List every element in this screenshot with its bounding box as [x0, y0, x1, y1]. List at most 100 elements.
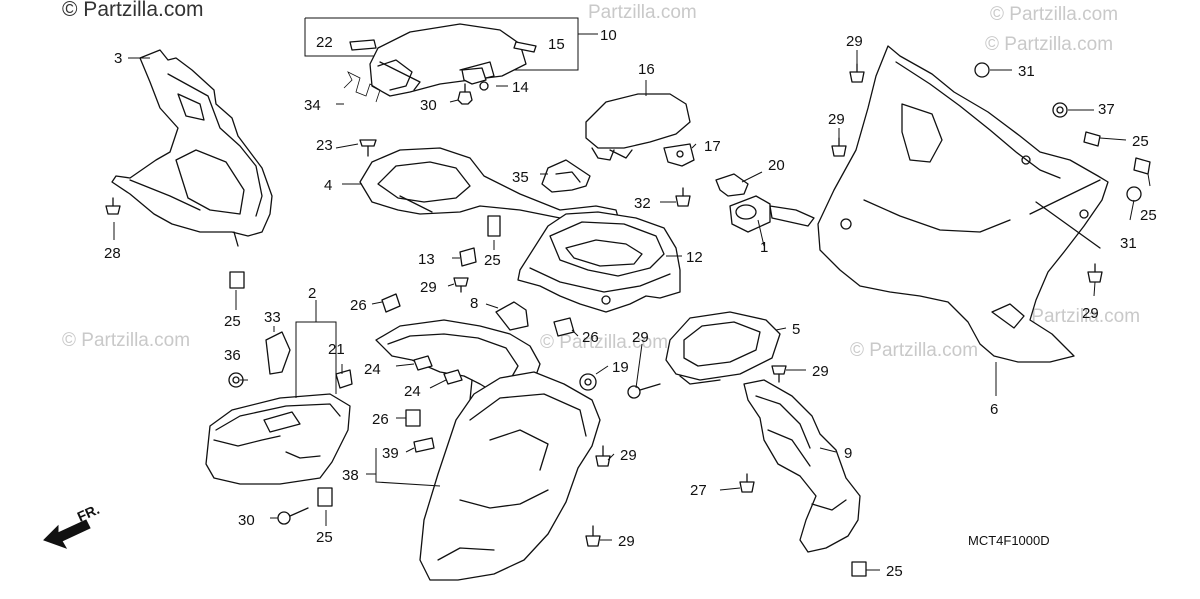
callout-25: 25	[316, 529, 333, 546]
part-1-key-lock	[715, 173, 815, 233]
part-19-grommet	[579, 373, 597, 391]
callout-1: 1	[760, 239, 768, 256]
diagram-code: MCT4F1000D	[968, 533, 1050, 548]
callout-29: 29	[632, 329, 649, 346]
callout-25: 25	[484, 252, 501, 269]
callout-37: 37	[1098, 101, 1115, 118]
part-6-rear-cover	[817, 45, 1109, 363]
part-25-clip	[1133, 157, 1151, 175]
callout-21: 21	[328, 341, 345, 358]
part-32-bolt	[675, 187, 691, 207]
front-arrow: FR.	[43, 501, 102, 549]
callout-39: 39	[382, 445, 399, 462]
callout-8: 8	[470, 295, 478, 312]
callout-4: 4	[324, 177, 332, 194]
part-14-hinge	[461, 67, 489, 91]
callout-6: 6	[990, 401, 998, 418]
callout-3: 3	[114, 50, 122, 67]
callout-22: 22	[316, 34, 333, 51]
part-29-screw	[585, 525, 601, 547]
faint-watermark: © Partzilla.com	[62, 330, 191, 351]
part-16-small-lid	[585, 93, 691, 161]
callout-30: 30	[420, 97, 437, 114]
part-25-clip	[851, 561, 867, 577]
callout-17: 17	[704, 138, 721, 155]
part-28-bolt	[105, 197, 121, 215]
faint-watermark: Partzilla.com	[588, 2, 697, 23]
callout-12: 12	[686, 249, 703, 266]
callout-35: 35	[512, 169, 529, 186]
callout-26: 26	[372, 411, 389, 428]
part-29-screw	[453, 277, 469, 293]
callout-25: 25	[224, 313, 241, 330]
part-5-tray	[665, 311, 781, 385]
callout-29: 29	[420, 279, 437, 296]
callout-5: 5	[792, 321, 800, 338]
front-arrow-label: FR.	[75, 501, 102, 525]
part-26-clip	[381, 293, 401, 313]
part-35-bracket	[541, 159, 591, 193]
callout-26: 26	[350, 297, 367, 314]
callout-29: 29	[812, 363, 829, 380]
callout-29: 29	[846, 33, 863, 50]
part-38-inner-fender	[419, 371, 601, 581]
callout-26: 26	[582, 329, 599, 346]
faint-watermark: © Partzilla.com	[850, 340, 979, 361]
part-15-lid	[349, 23, 537, 97]
callout-20: 20	[768, 157, 785, 174]
part-29-screw	[849, 63, 865, 83]
part-13-clip	[459, 247, 477, 267]
callout-16: 16	[638, 61, 655, 78]
part-33-bracket	[265, 331, 291, 375]
part-2-lower-box	[205, 393, 351, 485]
callout-24: 24	[364, 361, 381, 378]
part-12-pocket	[517, 211, 681, 313]
faint-watermark: © Partzilla.com	[985, 34, 1114, 55]
part-29-screw	[831, 137, 847, 157]
callout-2: 2	[308, 285, 316, 302]
part-23-screw	[359, 139, 377, 157]
part-25-clip	[1083, 131, 1101, 147]
part-26-clip	[405, 409, 421, 427]
callout-24: 24	[404, 383, 421, 400]
part-25-clip	[487, 215, 501, 237]
part-10-group-box	[304, 17, 598, 71]
callout-31: 31	[1018, 63, 1035, 80]
callout-29: 29	[618, 533, 635, 550]
callout-31: 31	[1120, 235, 1137, 252]
part-29-screw	[771, 365, 787, 383]
part-31-nut	[1126, 186, 1142, 202]
callout-27: 27	[690, 482, 707, 499]
part-21-clip	[335, 369, 353, 389]
callout-25: 25	[886, 563, 903, 580]
part-29-screw	[1087, 263, 1103, 283]
callout-33: 33	[264, 309, 281, 326]
callout-19: 19	[612, 359, 629, 376]
part-27-screw	[739, 473, 755, 493]
part-3-inner-cover	[111, 49, 273, 247]
callout-23: 23	[316, 137, 333, 154]
part-26-clip	[553, 317, 575, 337]
faint-watermark: © Partzilla.com	[540, 332, 669, 353]
callout-29: 29	[1082, 305, 1099, 322]
callout-25: 25	[1132, 133, 1149, 150]
callout-9: 9	[844, 445, 852, 462]
part-30-bolt-top	[457, 83, 473, 105]
callout-36: 36	[224, 347, 241, 364]
callout-25: 25	[1140, 207, 1157, 224]
callout-13: 13	[418, 251, 435, 268]
part-25-clip	[229, 271, 245, 289]
callout-29: 29	[620, 447, 637, 464]
faint-watermark: © Partzilla.com	[990, 4, 1119, 25]
callout-32: 32	[634, 195, 651, 212]
leader-lines	[113, 50, 1151, 571]
callout-29: 29	[828, 111, 845, 128]
partzilla-watermark: © Partzilla.com	[62, 0, 204, 21]
callout-10: 10	[600, 27, 617, 44]
part-24-clip	[443, 369, 463, 385]
part-24-clip	[413, 355, 433, 371]
part-37-nut	[1052, 102, 1068, 118]
part-9-duct	[743, 379, 861, 553]
part-8-cover	[495, 301, 529, 331]
